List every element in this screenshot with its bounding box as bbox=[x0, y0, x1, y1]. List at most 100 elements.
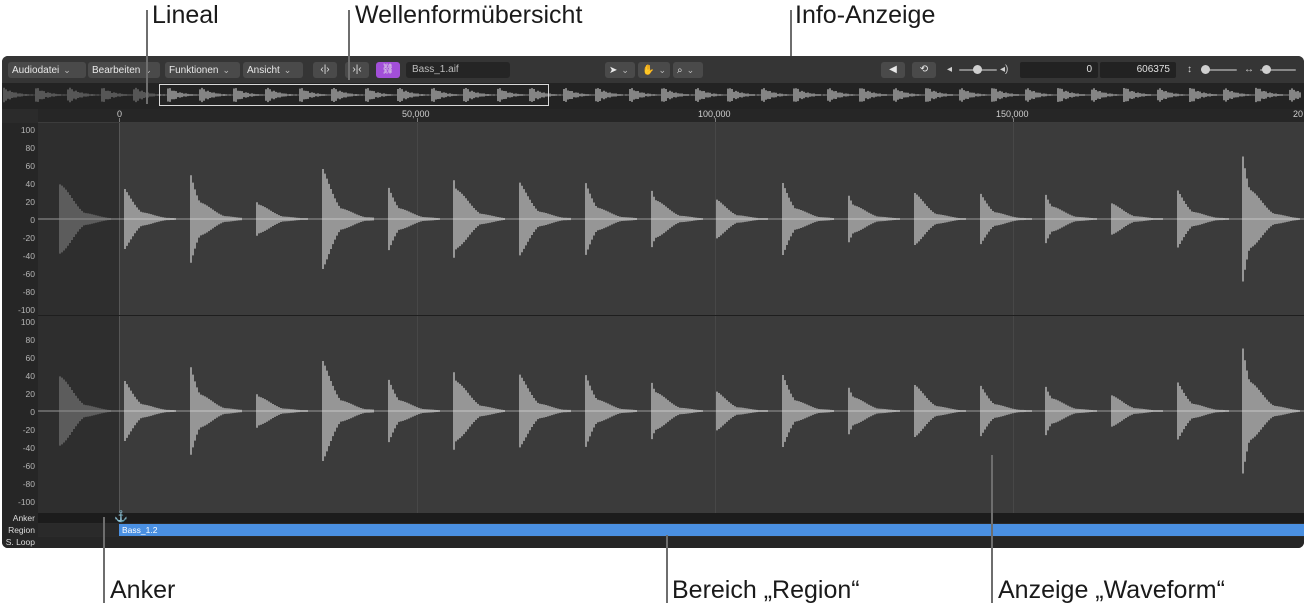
sloop-label: S. Loop bbox=[5, 537, 35, 547]
menu-ansicht[interactable]: Ansicht⌄ bbox=[243, 62, 303, 78]
amplitude-label: -20 bbox=[22, 425, 35, 435]
amplitude-label: 100 bbox=[20, 125, 35, 135]
speaker-button[interactable]: ◀ bbox=[881, 62, 905, 78]
waveform bbox=[38, 156, 1304, 474]
pre-region-area bbox=[38, 123, 119, 513]
waveform-overview[interactable] bbox=[2, 83, 1304, 109]
amplitude-label: 80 bbox=[25, 335, 35, 345]
chevron-down-icon: ⌄ bbox=[283, 65, 292, 75]
hand-tool-icon: ✋ bbox=[642, 65, 655, 76]
menu-audiodatei[interactable]: Audiodatei⌄ bbox=[8, 62, 86, 78]
link-icon: ⛓ bbox=[381, 64, 395, 75]
snap-button[interactable]: ›|‹ bbox=[345, 62, 369, 78]
amplitude-label: -80 bbox=[22, 287, 35, 297]
horizontal-zoom-icon: ↔ bbox=[1244, 64, 1254, 75]
leader-line-wellenform bbox=[348, 10, 350, 80]
horizontal-zoom-slider[interactable] bbox=[1260, 69, 1296, 71]
chevron-down-icon: ⌄ bbox=[144, 65, 152, 75]
ruler-label: 50,000 bbox=[402, 109, 430, 119]
cycle-icon: ⟲ bbox=[919, 64, 929, 75]
amplitude-label: 80 bbox=[25, 143, 35, 153]
leader-line-waveform bbox=[991, 455, 993, 603]
amplitude-label: -100 bbox=[17, 497, 35, 507]
grid-line bbox=[417, 123, 418, 513]
info-end-value: 606375 bbox=[1100, 62, 1176, 78]
leader-line-info bbox=[790, 10, 792, 56]
ruler-label: 20 bbox=[1293, 109, 1304, 119]
volume-slider-knob[interactable] bbox=[973, 65, 982, 74]
audio-file-editor: Audiodatei⌄ Bearbeiten⌄ Funktionen⌄ Ansi… bbox=[2, 56, 1304, 548]
cycle-button[interactable]: ⟲ bbox=[912, 62, 936, 78]
waveform-display[interactable] bbox=[38, 123, 1304, 513]
split-button[interactable]: ‹|› bbox=[313, 62, 337, 78]
anchor-lane[interactable] bbox=[38, 513, 1304, 523]
chevron-down-icon: ⌄ bbox=[658, 65, 666, 75]
volume-low-icon: ◂ bbox=[947, 64, 953, 75]
region-bar[interactable]: Bass_1.2 bbox=[119, 524, 1304, 536]
ruler-label: 150,000 bbox=[996, 109, 1029, 119]
track-labels: Anker Region S. Loop bbox=[2, 513, 38, 548]
menu-bearbeiten[interactable]: Bearbeiten⌄ bbox=[88, 62, 160, 78]
pointer-tool-menu[interactable]: ➤⌄ bbox=[605, 62, 635, 78]
region-label: Region bbox=[8, 525, 35, 535]
link-button[interactable]: ⛓ bbox=[376, 62, 400, 78]
volume-high-icon: ◂) bbox=[1000, 64, 1009, 75]
menu-label: Bearbeiten bbox=[92, 65, 141, 76]
callout-lineal: Lineal bbox=[152, 1, 219, 29]
zoom-tool-menu[interactable]: ⌕⌄ bbox=[673, 62, 703, 78]
speaker-icon: ◀ bbox=[889, 64, 897, 75]
horizontal-zoom-knob[interactable] bbox=[1262, 65, 1271, 74]
amplitude-label: -40 bbox=[22, 443, 35, 453]
sloop-lane[interactable] bbox=[38, 537, 1304, 548]
grid-line bbox=[1013, 123, 1014, 513]
overview-waveform bbox=[3, 87, 1301, 103]
amplitude-label: 60 bbox=[25, 353, 35, 363]
chevron-down-icon: ⌄ bbox=[621, 65, 629, 75]
split-icon: ‹|› bbox=[320, 64, 330, 75]
amplitude-label: 0 bbox=[30, 407, 35, 417]
amplitude-label: -60 bbox=[22, 269, 35, 279]
amplitude-axis: 100 80 60 40 20 0 -20 -40 -60 -80 -100 100 80 60 40 20 0… bbox=[2, 123, 38, 513]
amplitude-label: 20 bbox=[25, 389, 35, 399]
callout-anker: Anker bbox=[110, 576, 176, 604]
ruler-label: 100,000 bbox=[698, 109, 731, 119]
menu-label: Audiodatei bbox=[12, 65, 60, 76]
ruler-tick bbox=[1013, 118, 1014, 122]
zoom-tool-icon: ⌕ bbox=[677, 65, 683, 76]
vertical-zoom-knob[interactable] bbox=[1201, 65, 1210, 74]
grid-line bbox=[119, 123, 120, 513]
leader-line-region bbox=[666, 535, 668, 603]
ruler[interactable]: 0 50,000 100,000 150,000 20 bbox=[38, 109, 1304, 123]
hand-tool-menu[interactable]: ✋⌄ bbox=[638, 62, 670, 78]
grid-line bbox=[715, 123, 716, 513]
channel-divider bbox=[38, 315, 1304, 316]
amplitude-label: 100 bbox=[20, 317, 35, 327]
amplitude-label: 0 bbox=[30, 215, 35, 225]
menu-funktionen[interactable]: Funktionen⌄ bbox=[165, 62, 240, 78]
callout-wellenform: Wellenformübersicht bbox=[355, 1, 583, 29]
amplitude-label: 40 bbox=[25, 371, 35, 381]
info-start-value: 0 bbox=[1020, 62, 1098, 78]
leader-line-lineal bbox=[146, 10, 148, 104]
ruler-tick bbox=[715, 118, 716, 122]
toolbar: Audiodatei⌄ Bearbeiten⌄ Funktionen⌄ Ansi… bbox=[2, 56, 1304, 83]
chevron-down-icon: ⌄ bbox=[686, 65, 695, 75]
chevron-down-icon: ⌄ bbox=[222, 65, 231, 75]
snap-icon: ›|‹ bbox=[352, 64, 362, 75]
ruler-tick bbox=[417, 118, 418, 122]
region-lane[interactable]: Bass_1.2 bbox=[38, 524, 1304, 536]
anchor-icon[interactable]: ⚓ bbox=[114, 511, 128, 523]
amplitude-label: 20 bbox=[25, 197, 35, 207]
overview-visible-frame[interactable] bbox=[159, 84, 549, 106]
chevron-down-icon: ⌄ bbox=[63, 65, 71, 75]
amplitude-label: -100 bbox=[17, 305, 35, 315]
ruler-tick bbox=[119, 118, 120, 122]
menu-label: Ansicht bbox=[247, 65, 280, 76]
region-name: Bass_1.2 bbox=[122, 525, 158, 535]
amplitude-label: 40 bbox=[25, 179, 35, 189]
callout-info: Info-Anzeige bbox=[795, 1, 936, 29]
filename-field: Bass_1.aif bbox=[406, 62, 510, 78]
amplitude-label: 60 bbox=[25, 161, 35, 171]
vertical-zoom-slider[interactable] bbox=[1201, 69, 1237, 71]
amplitude-label: -60 bbox=[22, 461, 35, 471]
